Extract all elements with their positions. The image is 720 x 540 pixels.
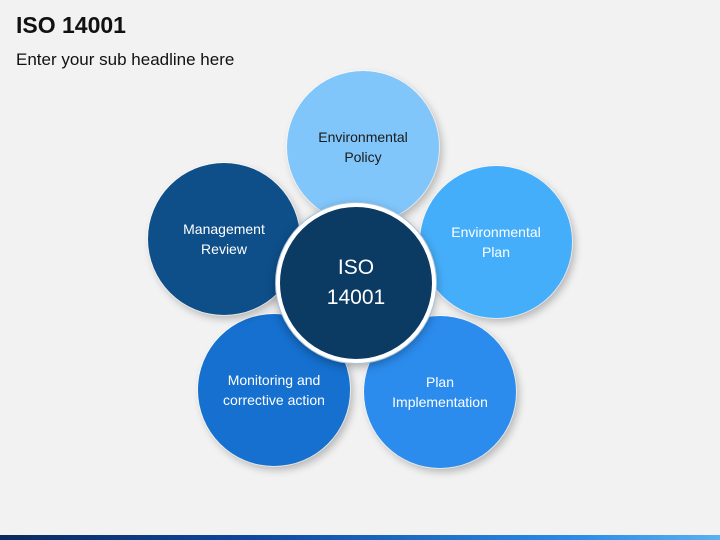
page-subtitle: Enter your sub headline here	[16, 50, 235, 69]
petal-label: Monitoring and corrective action	[223, 372, 325, 408]
petal-label: Plan Implementation	[392, 374, 488, 410]
petal-label: Environmental Plan	[451, 224, 541, 260]
page-title: ISO 14001	[16, 12, 126, 38]
petal-environmental-plan: Environmental Plan	[420, 166, 572, 318]
petal-label: Management Review	[183, 221, 265, 257]
bottom-accent-bar	[0, 535, 720, 540]
center-label: ISO 14001	[326, 256, 386, 309]
petal-environmental-policy: Environmental Policy	[287, 71, 439, 223]
petal-management-review: Management Review	[148, 163, 300, 315]
petal-label: Environmental Policy	[318, 129, 408, 165]
center-circle: ISO 14001	[276, 203, 436, 363]
